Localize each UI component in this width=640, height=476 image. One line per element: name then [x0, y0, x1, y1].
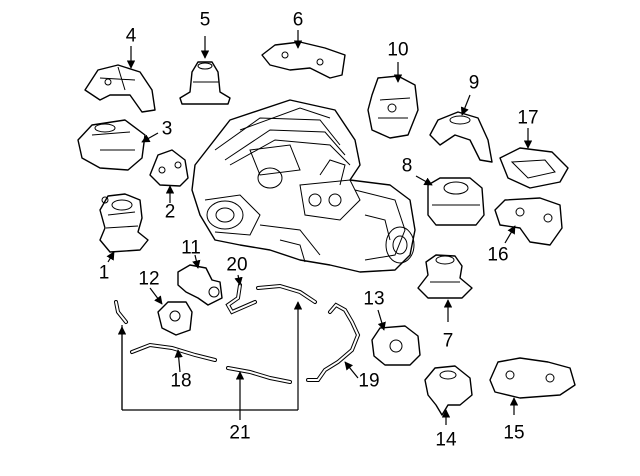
callout-8: 8 — [401, 155, 413, 177]
callout-20: 20 — [226, 254, 248, 276]
callout-16: 16 — [487, 244, 509, 266]
callout-17: 17 — [517, 107, 539, 129]
part-4-bracket — [84, 46, 156, 113]
engine-transmission-assembly — [191, 99, 416, 273]
callout-9: 9 — [468, 72, 480, 94]
callout-21: 21 — [229, 422, 251, 444]
part-9-bracket — [429, 94, 493, 163]
callout-7: 7 — [442, 330, 454, 352]
part-21-hoses — [114, 283, 317, 420]
part-8-mount — [415, 175, 485, 226]
callout-18: 18 — [170, 370, 192, 392]
part-10-bracket — [367, 62, 419, 139]
part-12-valve — [149, 287, 193, 336]
callout-11: 11 — [181, 237, 201, 259]
part-19-pipe — [306, 302, 361, 382]
callout-14: 14 — [435, 429, 457, 451]
part-15-bracket — [489, 357, 576, 415]
part-18-hose — [130, 342, 217, 373]
part-13-valve — [371, 309, 421, 366]
part-17-tray — [499, 128, 569, 189]
callout-12: 12 — [138, 268, 160, 290]
callout-10: 10 — [387, 39, 409, 61]
part-7-mount — [417, 254, 473, 322]
part-1-front-mount — [99, 193, 149, 263]
part-5-hydraulic-mount — [179, 36, 231, 105]
callout-5: 5 — [199, 9, 211, 31]
callout-13: 13 — [363, 288, 385, 310]
part-20-hose — [225, 274, 257, 315]
part-16-bracket — [494, 197, 563, 246]
part-14-mount — [424, 365, 473, 425]
callout-2: 2 — [164, 201, 176, 223]
part-3-upper-bracket — [77, 119, 159, 171]
callout-1: 1 — [98, 262, 110, 284]
callout-15: 15 — [503, 422, 525, 444]
part-6-bracket — [261, 30, 346, 79]
part-11-valve — [177, 254, 223, 306]
callout-6: 6 — [292, 9, 304, 31]
callout-19: 19 — [358, 370, 380, 392]
part-2-bracket — [149, 149, 189, 203]
callout-4: 4 — [125, 25, 137, 47]
callout-3: 3 — [161, 118, 173, 140]
